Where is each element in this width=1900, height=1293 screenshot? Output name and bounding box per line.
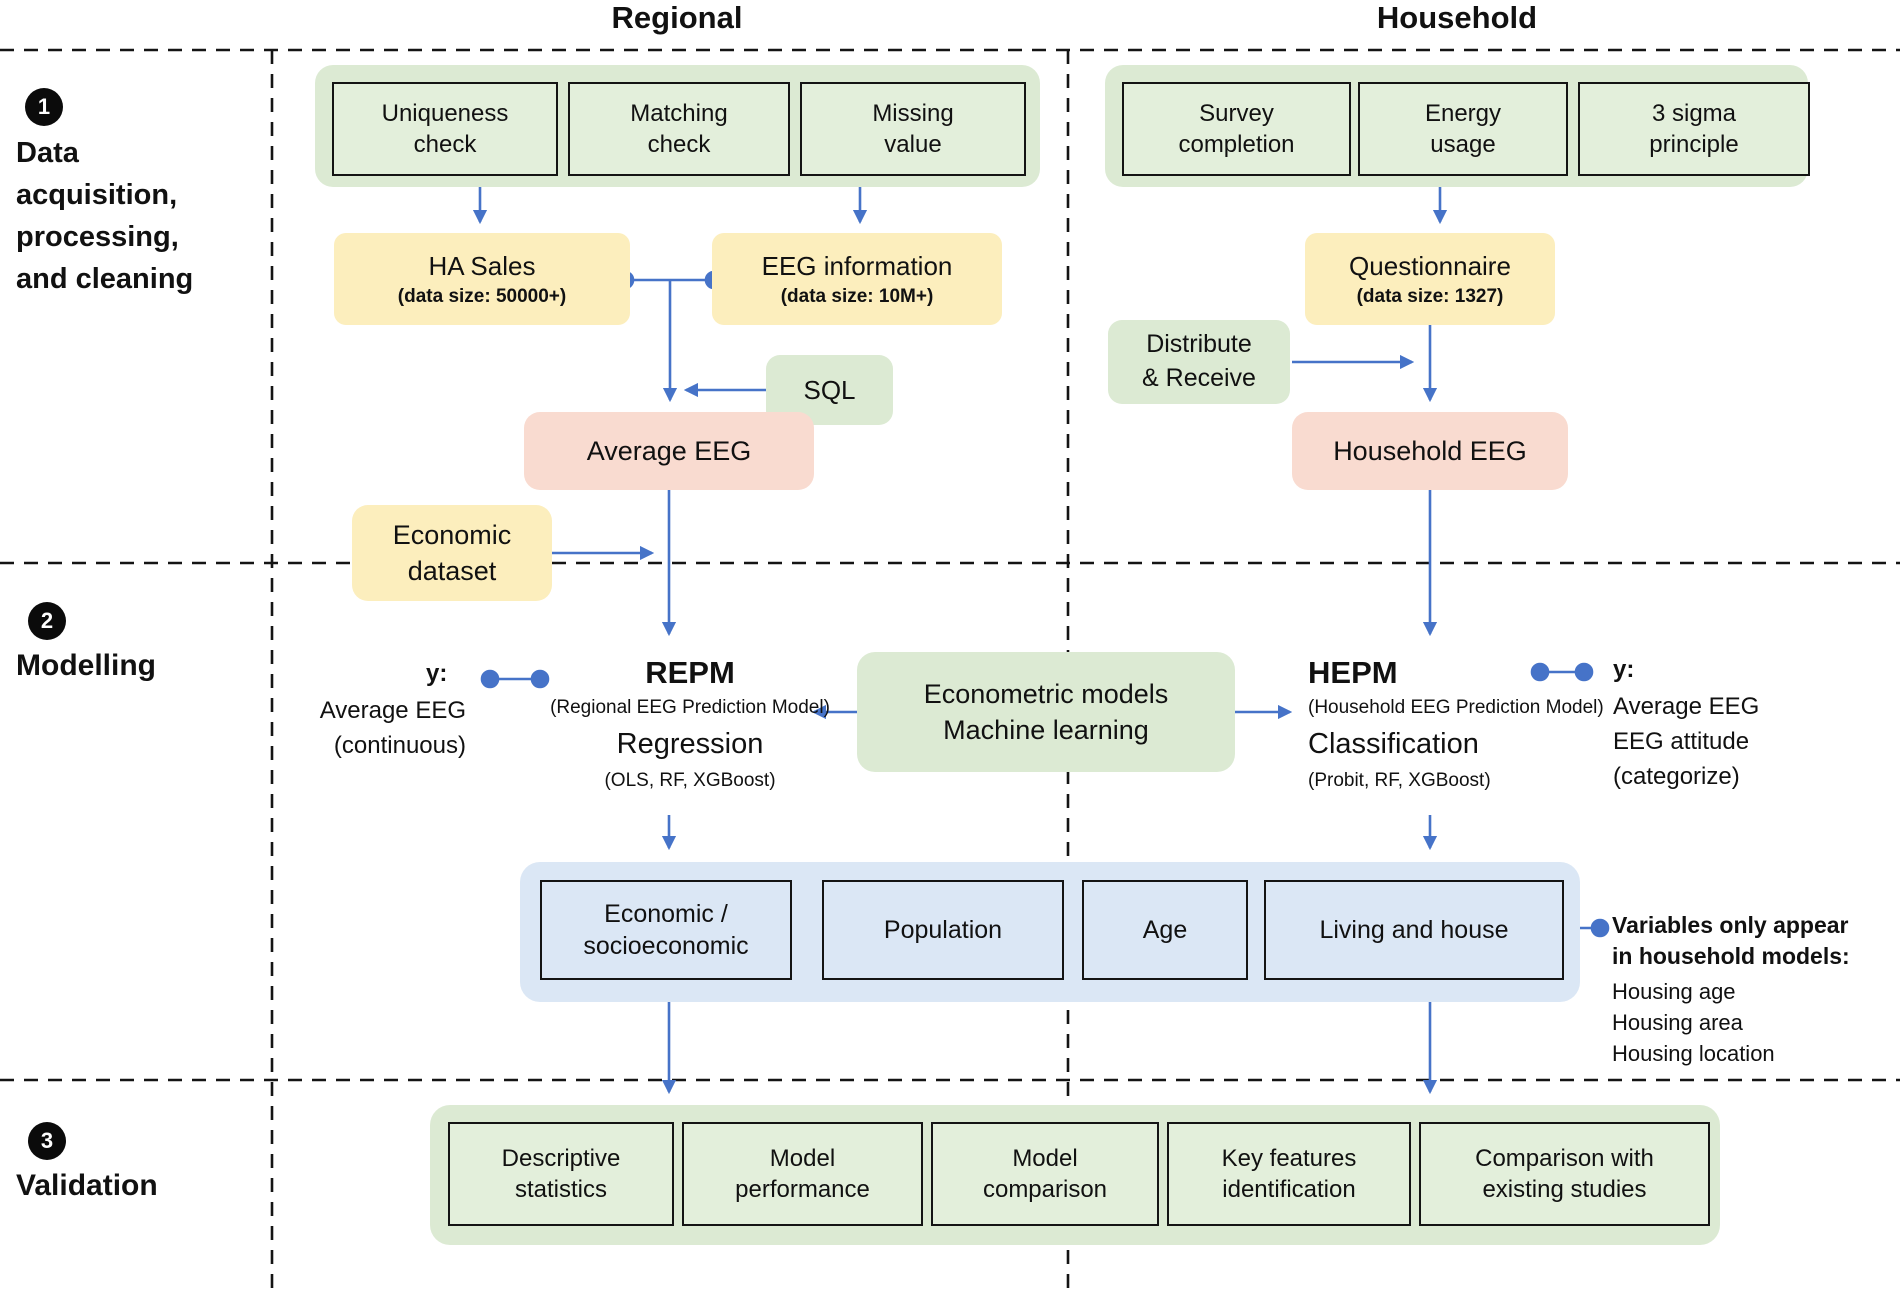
economic-dataset-node: Economic dataset: [352, 505, 552, 601]
dot-link-connectors: [480, 270, 1610, 938]
hepm-y-label: y:: [1613, 656, 1635, 683]
feature-population: Population: [822, 880, 1064, 980]
column-header-household: Household: [1376, 0, 1538, 35]
eeg-information-dataset: EEG information (data size: 10M+): [712, 233, 1002, 325]
step-2-badge: 2: [28, 602, 66, 640]
repm-y-label: y:: [426, 660, 448, 687]
sql-label: SQL: [803, 374, 856, 405]
step-3-badge: 3: [28, 1122, 66, 1160]
repm-fullname: (Regional EEG Prediction Model): [550, 697, 830, 719]
regional-check-uniqueness: Uniqueness check: [332, 82, 558, 176]
ha-sales-title: HA Sales: [428, 251, 536, 282]
distribute-receive-label: Distribute & Receive: [1142, 330, 1256, 392]
average-eeg-label: Average EEG: [586, 435, 752, 466]
hepm-y-text: Average EEG EEG attitude (categorize): [1613, 693, 1760, 790]
column-header-regional: Regional: [611, 0, 743, 35]
average-eeg-node: Average EEG: [524, 412, 814, 490]
step-2-label: Modelling: [16, 649, 156, 682]
ha-sales-dataset: HA Sales (data size: 50000+): [334, 233, 630, 325]
validation-model-comparison: Model comparison: [931, 1122, 1159, 1226]
feature-living-house: Living and house: [1264, 880, 1564, 980]
household-check-survey: Survey completion: [1122, 82, 1351, 176]
validation-model-performance: Model performance: [682, 1122, 923, 1226]
hepm-method: Classification: [1308, 727, 1479, 760]
household-eeg-label: Household EEG: [1333, 435, 1527, 466]
household-only-note-title: Variables only appear in household model…: [1612, 912, 1850, 970]
hepm-block: HEPM (Household EEG Prediction Model) Cl…: [1308, 654, 1638, 793]
hepm-fullname: (Household EEG Prediction Model): [1308, 697, 1604, 719]
step-3-label: Validation: [16, 1169, 158, 1202]
questionnaire-size: (data size: 1327): [1356, 285, 1504, 307]
feature-age: Age: [1082, 880, 1248, 980]
hepm-name: HEPM: [1308, 655, 1398, 690]
distribute-receive-step: Distribute & Receive: [1108, 320, 1290, 404]
feature-economic: Economic / socioeconomic: [540, 880, 792, 980]
validation-comparison-studies: Comparison with existing studies: [1419, 1122, 1710, 1226]
step-1-label: Data acquisition, processing, and cleani…: [16, 137, 194, 296]
repm-name: REPM: [645, 655, 735, 690]
economic-dataset-label: Economic dataset: [392, 519, 512, 586]
repm-method: Regression: [616, 727, 764, 760]
dashed-grid: [0, 48, 1900, 1290]
validation-descriptive-statistics: Descriptive statistics: [448, 1122, 674, 1226]
questionnaire-dataset: Questionnaire (data size: 1327): [1305, 233, 1555, 325]
eeg-information-title: EEG information: [761, 251, 953, 282]
questionnaire-title: Questionnaire: [1349, 251, 1511, 282]
hepm-algorithms: (Probit, RF, XGBoost): [1308, 769, 1491, 791]
step-1-badge: 1: [25, 88, 63, 126]
repm-algorithms: (OLS, RF, XGBoost): [604, 769, 776, 791]
repm-y-text: Average EEG (continuous): [319, 697, 466, 759]
eeg-information-size: (data size: 10M+): [780, 285, 934, 307]
household-check-sigma: 3 sigma principle: [1578, 82, 1810, 176]
econometric-models-label: Econometric models Machine learning: [923, 678, 1169, 745]
regional-check-missing: Missing value: [800, 82, 1026, 176]
household-check-energy: Energy usage: [1358, 82, 1568, 176]
ha-sales-size: (data size: 50000+): [397, 285, 567, 307]
flow-arrows: [472, 177, 1448, 1095]
repm-block: REPM (Regional EEG Prediction Model) Reg…: [490, 654, 890, 793]
household-only-note-items: Housing age Housing area Housing locatio…: [1612, 979, 1775, 1067]
regional-check-matching: Matching check: [568, 82, 790, 176]
validation-key-features: Key features identification: [1167, 1122, 1411, 1226]
household-eeg-node: Household EEG: [1292, 412, 1568, 490]
econometric-models-node: Econometric models Machine learning: [857, 652, 1235, 772]
